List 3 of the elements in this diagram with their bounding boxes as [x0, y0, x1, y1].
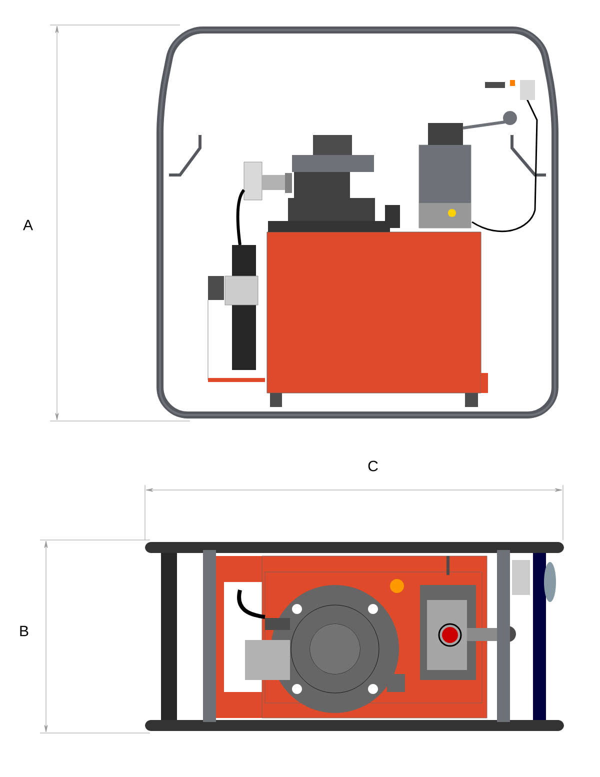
dimension-letter: A	[23, 220, 33, 230]
dimension-letter: B	[20, 626, 28, 636]
dimension-letter: C	[368, 460, 378, 472]
